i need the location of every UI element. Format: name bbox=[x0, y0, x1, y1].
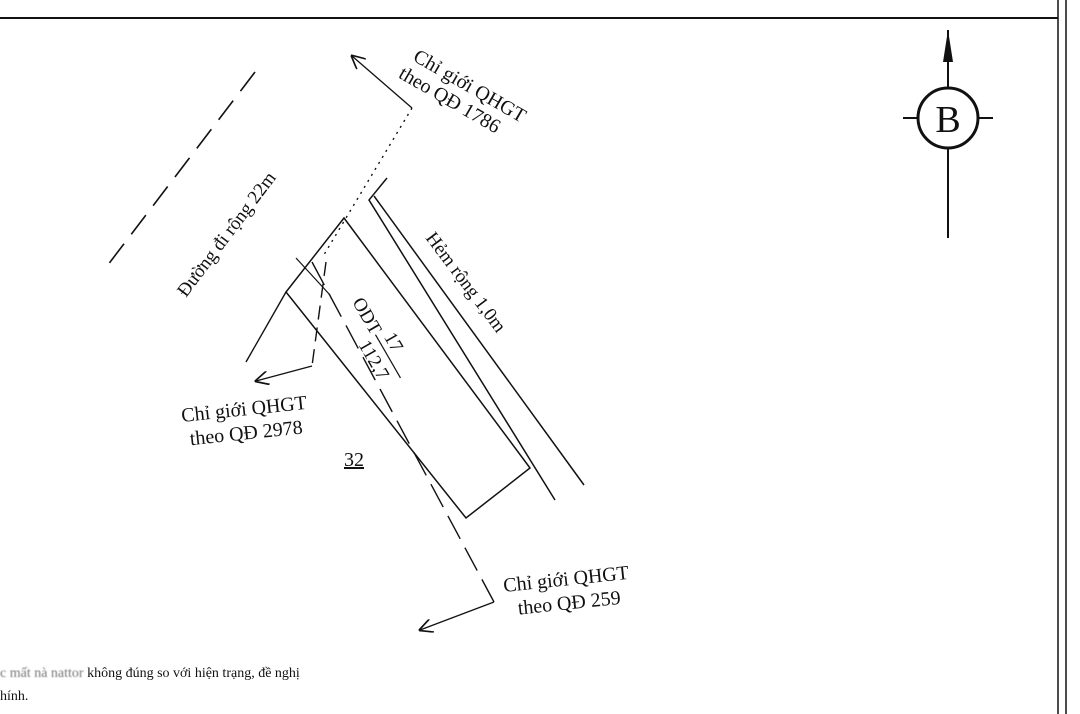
label-road-22m: Đường đi rộng 22m bbox=[173, 168, 281, 301]
label-alley: Hẻm rộng 1,0m bbox=[421, 228, 510, 336]
parcel-number: 17 bbox=[379, 329, 407, 356]
label-neighbor-parcel: 32 bbox=[344, 449, 364, 471]
label-boundary-1786: Chỉ giới QHGT theo QĐ 1786 bbox=[395, 43, 534, 148]
boundary-2978-line bbox=[311, 261, 327, 367]
north-compass-icon: B bbox=[903, 30, 993, 238]
boundary-1786-line bbox=[321, 107, 413, 259]
label-boundary-259: Chỉ giới QHGT theo QĐ 259 bbox=[502, 561, 637, 620]
label-boundary-2978: Chỉ giới QHGT theo QĐ 2978 bbox=[180, 391, 315, 450]
footnote-text: không đúng so với hiện trạng, đề nghị bbox=[87, 666, 300, 681]
footnote-line-1: c mất nà nattor không đúng so với hiện t… bbox=[0, 662, 300, 685]
footnote: c mất nà nattor không đúng so với hiện t… bbox=[0, 662, 300, 708]
parcel-label: ODT 17 112,7 bbox=[348, 294, 407, 384]
parcel-fraction-bar bbox=[374, 334, 401, 379]
compass-letter: B bbox=[935, 99, 960, 141]
parcel-code: ODT bbox=[348, 294, 386, 339]
boundary-259-line bbox=[311, 261, 495, 603]
parcel-corner-tick bbox=[295, 257, 331, 296]
alley-edge-inner bbox=[368, 177, 556, 501]
boundary-1786-arrow bbox=[352, 56, 413, 109]
alley-edge-outer bbox=[373, 195, 585, 486]
neighbor-parcel-edge bbox=[245, 291, 287, 363]
boundary-259-arrow bbox=[420, 601, 495, 630]
footnote-obscured-text: c mất nà nattor bbox=[0, 666, 84, 681]
road-22m-line bbox=[103, 71, 256, 271]
footnote-line-2: hính. bbox=[0, 689, 29, 704]
boundary-2978-arrow bbox=[256, 365, 313, 381]
